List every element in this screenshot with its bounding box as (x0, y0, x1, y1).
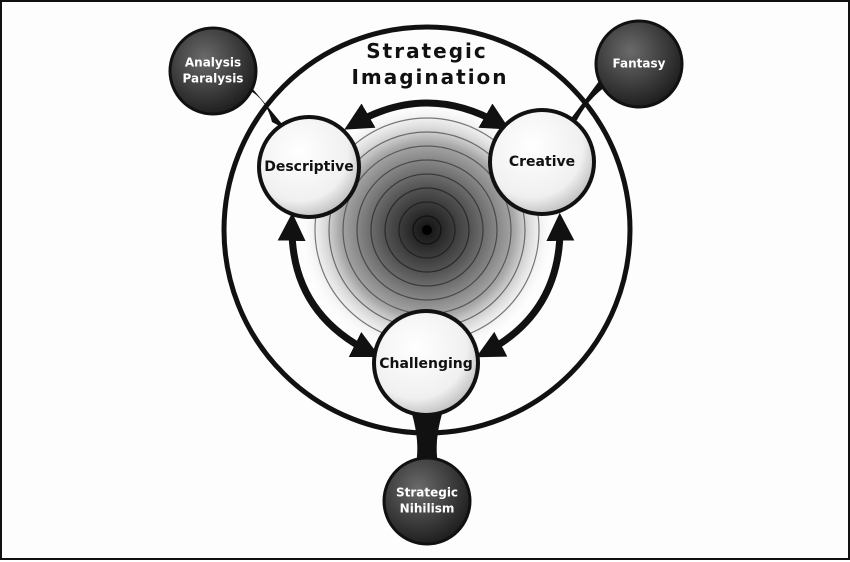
node-challenging-label: Challenging (379, 356, 473, 372)
node-challenging: Challenging (372, 309, 480, 417)
node-analysis-paralysis: Analysis Paralysis (168, 26, 258, 116)
outer-circle (221, 24, 633, 436)
arrow-descriptive-challenging (277, 212, 381, 358)
center-dot (422, 225, 432, 235)
node-strategic-nihilism-line1: Strategic (396, 486, 458, 500)
node-descriptive: Descriptive (257, 115, 361, 219)
connector-strategic-nihilism (412, 414, 442, 464)
arrow-descriptive-creative (344, 99, 510, 130)
diagram-title-line2: Imagination (351, 65, 508, 89)
node-creative-label: Creative (509, 154, 575, 170)
node-fantasy: Fantasy (594, 19, 684, 109)
node-fantasy-label: Fantasy (613, 57, 666, 71)
node-analysis-paralysis-line1: Analysis (185, 56, 241, 70)
node-strategic-nihilism-line2: Nihilism (400, 502, 455, 516)
node-analysis-paralysis-line2: Paralysis (183, 72, 244, 86)
node-creative: Creative (488, 108, 596, 216)
arrow-creative-challenging (476, 212, 575, 358)
node-strategic-nihilism: Strategic Nihilism (382, 456, 472, 546)
node-descriptive-label: Descriptive (264, 159, 354, 175)
diagram-title-line1: Strategic (366, 39, 487, 63)
